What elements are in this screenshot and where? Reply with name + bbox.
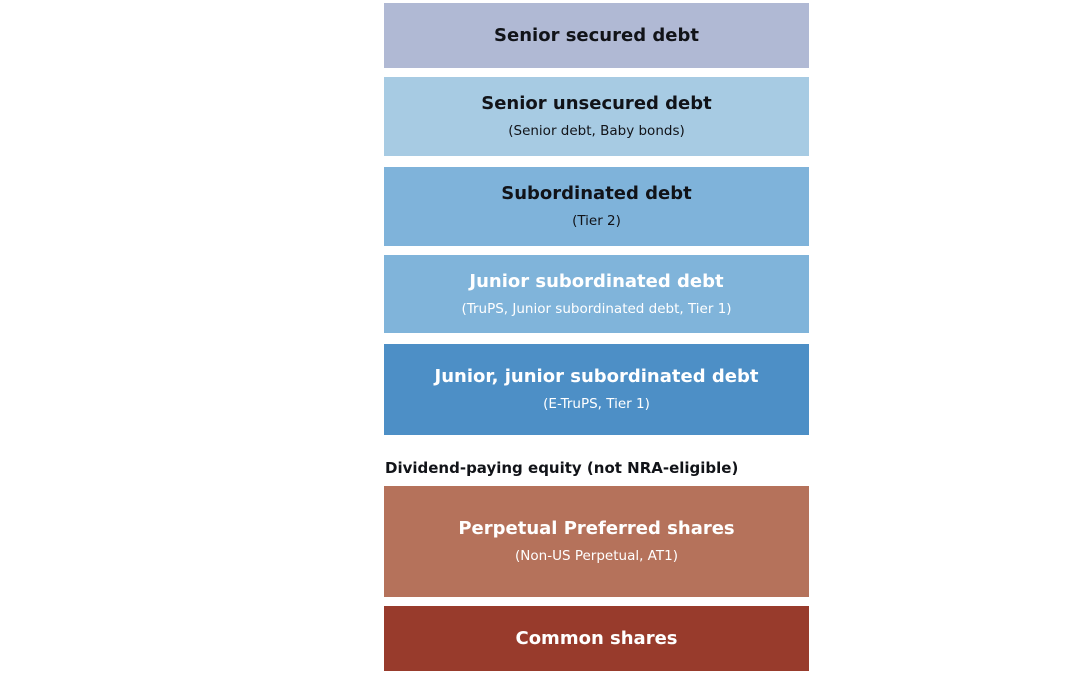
layer-perpetual-preferred-shares: Perpetual Preferred shares (Non-US Perpe… <box>384 486 809 597</box>
layer-title: Junior, junior subordinated debt <box>434 366 759 387</box>
layer-junior-junior-subordinated-debt: Junior, junior subordinated debt (E-TruP… <box>384 344 809 435</box>
layer-title: Common shares <box>515 627 678 649</box>
layer-subordinated-debt: Subordinated debt (Tier 2) <box>384 167 809 246</box>
layer-title: Junior subordinated debt <box>469 270 724 292</box>
layer-title: Senior secured debt <box>494 24 699 46</box>
layer-title: Subordinated debt <box>501 183 692 204</box>
layer-subtitle: (TruPS, Junior subordinated debt, Tier 1… <box>461 300 732 317</box>
layer-title: Senior unsecured debt <box>481 93 712 114</box>
layer-subtitle: (Tier 2) <box>572 213 621 229</box>
equity-section-label: Dividend-paying equity (not NRA-eligible… <box>385 459 739 477</box>
layer-subtitle: (Non-US Perpetual, AT1) <box>515 548 678 564</box>
layer-subtitle: (Senior debt, Baby bonds) <box>508 123 685 139</box>
layer-junior-subordinated-debt: Junior subordinated debt (TruPS, Junior … <box>384 255 809 333</box>
layer-subtitle: (E-TruPS, Tier 1) <box>543 396 650 412</box>
layer-title: Perpetual Preferred shares <box>458 518 735 539</box>
layer-common-shares: Common shares <box>384 606 809 671</box>
layer-senior-unsecured-debt: Senior unsecured debt (Senior debt, Baby… <box>384 77 809 156</box>
layer-senior-secured-debt: Senior secured debt <box>384 3 809 68</box>
